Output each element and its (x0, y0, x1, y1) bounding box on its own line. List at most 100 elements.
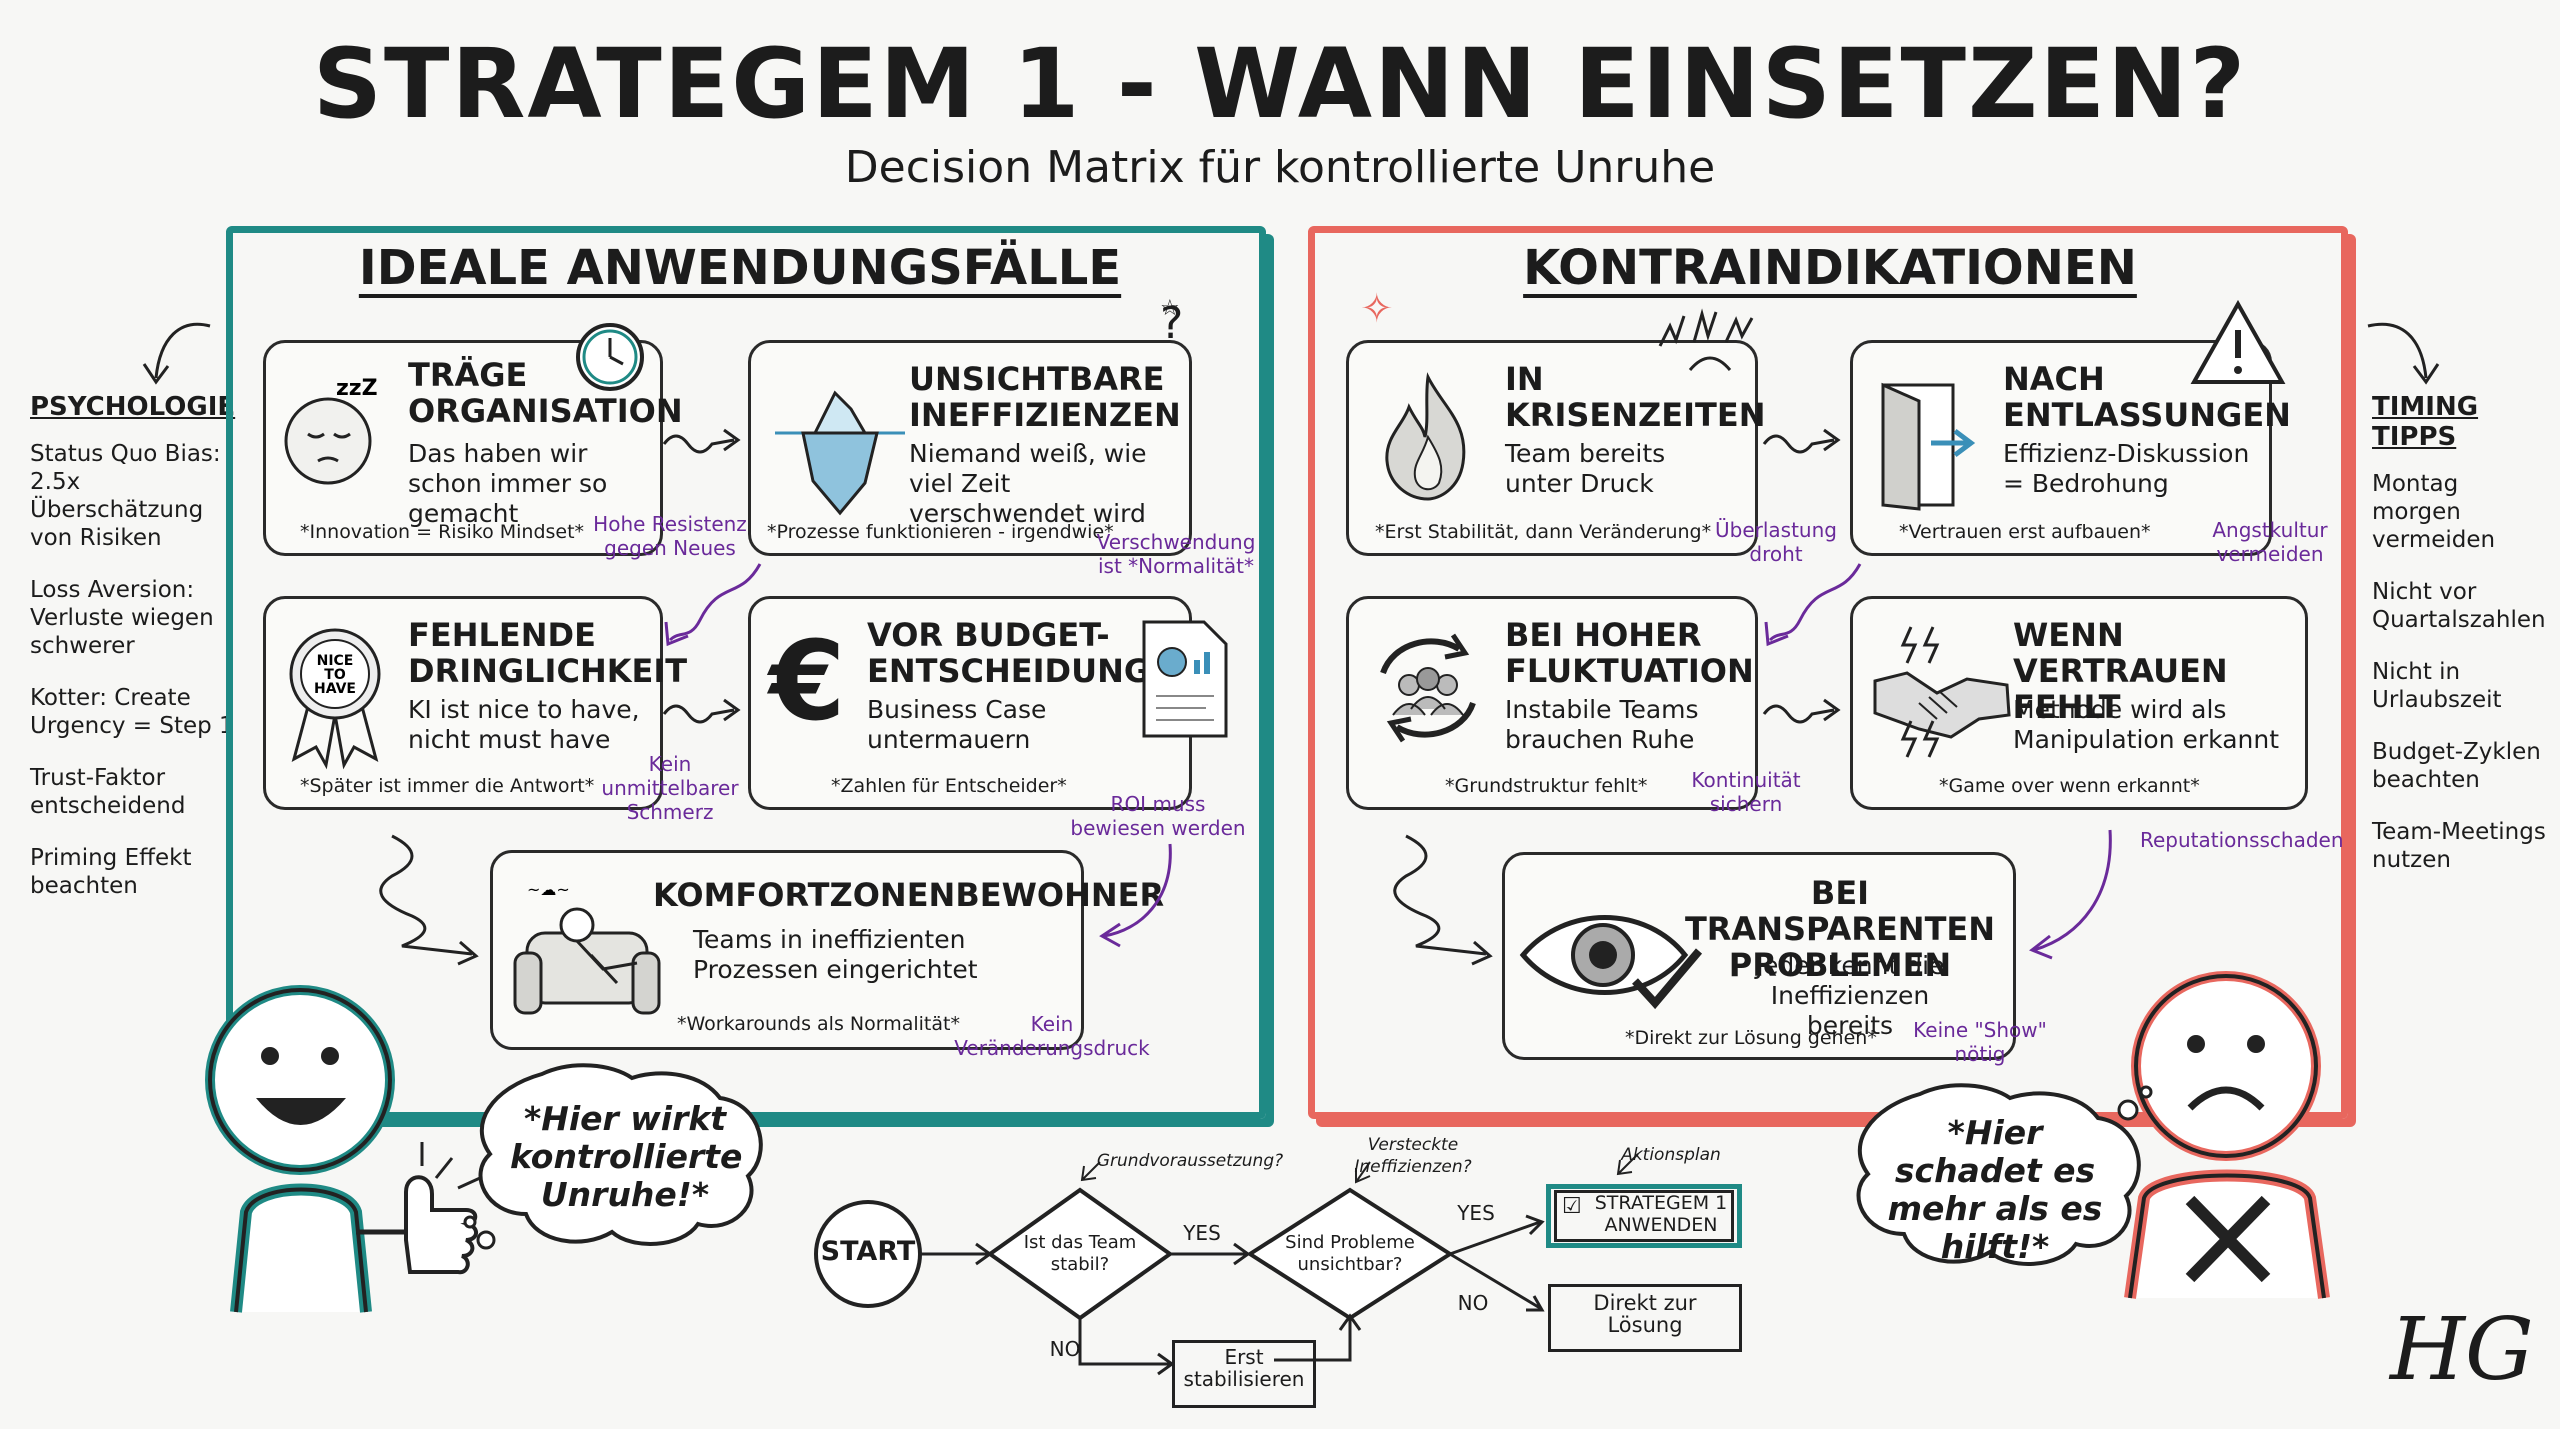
card-foot: *Erst Stabilität, dann Veränderung* (1375, 521, 1712, 543)
timing-item: Nicht in Urlaubszeit (2372, 659, 2502, 713)
flow-no-1: NO (1049, 1337, 1081, 1361)
decision-flowchart (814, 1153, 1639, 1376)
note-keine-show: Keine "Show" nötig (1913, 1018, 2047, 1066)
psychology-item: Priming Effekt beachten (30, 845, 192, 899)
psychology-item: Trust-Faktor entscheidend (30, 765, 186, 819)
star-icon: ✧ (1360, 286, 1394, 332)
clock-icon (576, 323, 644, 391)
page-subtitle: Decision Matrix für kontrollierte Unruhe (844, 142, 1716, 193)
card-foot: *Später ist immer die Antwort* (300, 775, 595, 797)
happy-stick-figure-icon (205, 985, 481, 1313)
card-desc: Das haben wir schon immer so gemacht (408, 439, 608, 528)
contraindications-panel (1308, 226, 2348, 1119)
action-box (1554, 1190, 1734, 1242)
note-roi: ROI muss bewiesen werden (1070, 792, 1246, 840)
direct-box (1548, 1284, 1742, 1352)
card-title: VOR BUDGET-ENTSCHEIDUNGEN (867, 616, 1199, 690)
timing-title: TIMING TIPPS (2372, 392, 2479, 452)
flow-yes-2: YES (1457, 1201, 1495, 1225)
sleepy-face-icon: zzZ (284, 376, 378, 485)
flow-start: START (820, 1236, 916, 1267)
contraindications-title: KONTRAINDIKATIONEN (1523, 240, 2137, 296)
card-title: NACH ENTLASSUNGEN (2003, 360, 2291, 434)
flow-no-2: NO (1457, 1291, 1489, 1315)
note-reputationsschaden: Reputationsschaden (2140, 828, 2344, 852)
psychology-column: PSYCHOLOGIE Status Quo Bias: 2.5x Übersc… (30, 392, 250, 924)
card-desc: Jeder kennt die Ineffizienzen bereits (1755, 951, 1945, 1040)
card-desc: Instabile Teams brauchen Ruhe (1505, 695, 1699, 754)
card-foot: *Workarounds als Normalität* (677, 1013, 960, 1035)
psychology-item: Status Quo Bias: 2.5x Überschätzung von … (30, 441, 221, 551)
card-wenn-vertrauen-fehlt: WENN VERTRAUEN FEHLT Methode wird als Ma… (1850, 596, 2308, 810)
card-desc: Team bereits unter Druck (1505, 439, 1666, 498)
squiggle-arrow-icon (1762, 698, 1841, 724)
card-title: BEI HOHER FLUKTUATION (1505, 616, 1754, 690)
card-bei-hoher-fluktuation: BEI HOHER FLUKTUATION Instabile Teams br… (1346, 596, 1758, 810)
card-foot: *Innovation = Risiko Mindset* (300, 521, 585, 543)
zigzag-arrow-icon (379, 834, 479, 966)
note-verschwendung: Verschwendung ist *Normalität* (1096, 530, 1256, 578)
action-text: STRATEGEM 1 ANWENDEN (1594, 1192, 1728, 1236)
armchair-person-icon: ~☁~ (513, 880, 661, 1015)
card-title: TRÄGE ORGANISATION (408, 356, 683, 430)
stabilize-text: Erst stabilisieren (1183, 1345, 1305, 1391)
card-title: FEHLENDE DRINGLICHKEIT (408, 616, 688, 690)
team-cycle-icon (1380, 633, 1476, 743)
timing-item: Team-Meetings nutzen (2372, 819, 2546, 873)
exit-door-icon (1881, 382, 1976, 511)
card-desc: KI ist nice to have, nicht must have (408, 695, 640, 754)
purple-curve-arrow-icon (1764, 563, 1862, 647)
badge-text-1: NICE (317, 653, 354, 669)
psychology-item: Kotter: Create Urgency = Step 1 (30, 685, 234, 739)
note-kein-schmerz: Kein unmittelbarer Schmerz (601, 752, 739, 824)
card-title: WENN VERTRAUEN FEHLT (2013, 616, 2228, 726)
flow-yes-1: YES (1183, 1221, 1221, 1245)
flow-action-label: Aktionsplan (1621, 1145, 1721, 1165)
card-foot: *Prozesse funktionieren - irgendwie* (767, 521, 1114, 543)
speech-left: *Hier wirkt kontrollierte Unruhe!* (510, 1099, 743, 1214)
card-title: BEI TRANSPARENTEN PROBLEMEN (1684, 874, 1996, 984)
card-in-krisenzeiten: IN KRISENZEITEN Team bereits unter Druck… (1346, 340, 1765, 556)
note-kontinuitaet: Kontinuität sichern (1691, 768, 1801, 816)
stabilize-box (1172, 1340, 1316, 1408)
page-title: STRATEGEM 1 - WANN EINSETZEN? (312, 28, 2248, 140)
handshake-lightning-icon (1873, 626, 2011, 758)
star-icon: ☆ (1160, 296, 1180, 321)
card-unsichtbare-ineffizienzen: UNSICHTBARE INEFFIZIENZEN Niemand weiß, … (748, 340, 1192, 556)
thought-bubble-right-icon (1856, 1083, 2153, 1266)
psychology-title: PSYCHOLOGIE (30, 392, 236, 422)
svg-text:zzZ: zzZ (336, 376, 378, 401)
card-desc: Niemand weiß, wie viel Zeit verschwendet… (909, 439, 1147, 528)
speech-right: *Hier schadet es mehr als es hilft!* (1887, 1113, 2103, 1266)
card-foot: *Direkt zur Lösung gehen* (1625, 1027, 1877, 1049)
purple-curve-arrow-icon (2029, 829, 2112, 960)
squiggle-arrow-icon (1762, 428, 1841, 454)
squiggle-arrow-icon (662, 698, 741, 724)
card-vor-budget-entscheidungen: € VOR BUDGET-ENTSCHEIDUNGEN Business Cas… (748, 596, 1199, 810)
flow-q2-label: Versteckte Ineffizienzen? (1354, 1135, 1472, 1177)
flow-q2: Sind Probleme unsichtbar? (1285, 1232, 1415, 1275)
thought-bubble-left-icon (463, 1063, 763, 1250)
ideal-use-cases-title: IDEALE ANWENDUNGSFÄLLE (358, 240, 1122, 296)
direct-text: Direkt zur Lösung (1593, 1291, 1697, 1337)
timing-item: Nicht vor Quartalszahlen (2372, 579, 2546, 633)
timing-item: Budget-Zyklen beachten (2372, 739, 2541, 793)
card-title: UNSICHTBARE INEFFIZIENZEN (909, 360, 1181, 434)
stress-lightning-icon (1658, 308, 1754, 371)
flow-q1: Ist das Team stabil? (1023, 1232, 1137, 1275)
card-foot: *Grundstruktur fehlt* (1445, 775, 1648, 797)
timing-column: TIMING TIPPS Montag morgen vermeiden Nic… (2372, 392, 2552, 898)
euro-icon: € (769, 617, 846, 745)
purple-curve-arrow-icon (1099, 843, 1172, 948)
squiggle-arrow-icon (662, 428, 741, 454)
card-foot: *Vertrauen erst aufbauen* (1899, 521, 2151, 543)
timing-arrow-icon (2367, 322, 2440, 385)
card-desc: Business Case untermauern (867, 695, 1047, 754)
card-title: KOMFORTZONENBEWOHNER (653, 876, 1165, 914)
action-box-teal (1546, 1184, 1742, 1248)
card-fehlende-dringlichkeit: NICE TO HAVE FEHLENDE DRINGLICHKEIT KI i… (263, 596, 688, 810)
card-desc: Effizienz-Diskussion = Bedrohung (2003, 439, 2250, 498)
fire-icon (1385, 372, 1466, 501)
warning-triangle-icon (2190, 299, 2286, 384)
nice-to-have-badge-icon: NICE TO HAVE (289, 628, 381, 770)
